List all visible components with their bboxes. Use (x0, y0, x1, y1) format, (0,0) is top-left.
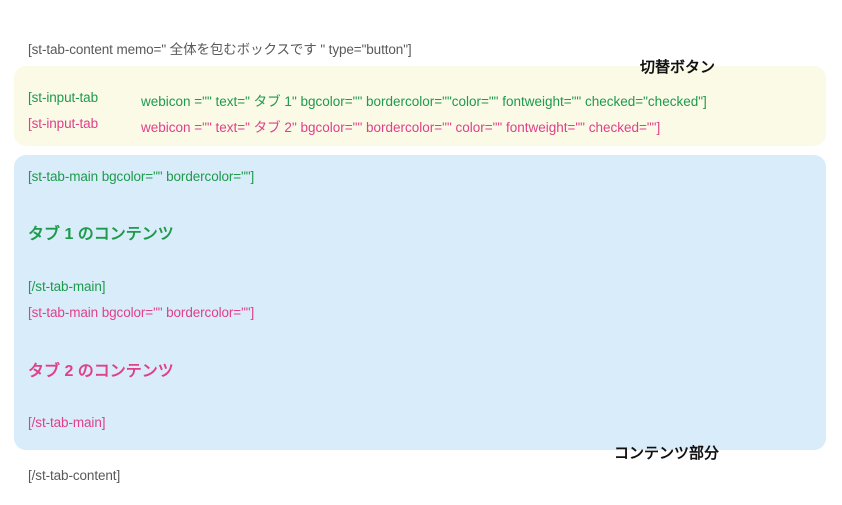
tab2-content-heading: タブ 2 のコンテンツ (28, 363, 174, 380)
tab2-main-close-tag: [/st-tab-main] (28, 415, 106, 430)
tab2-input-attributes: webicon ="" text=" タブ 2" bgcolor="" bord… (141, 120, 661, 135)
content-area-label: コンテンツ部分 (614, 445, 720, 462)
tab1-main-close-tag: [/st-tab-main] (28, 279, 106, 294)
switch-button-label: 切替ボタン (640, 59, 716, 76)
tab2-main-open-tag: [st-tab-main bgcolor="" bordercolor=""] (28, 305, 255, 320)
tab1-input-prefix: [st-input-tab (28, 90, 98, 105)
tab1-content-heading: タブ 1 のコンテンツ (28, 226, 174, 243)
content-box (14, 155, 826, 450)
tab1-input-attributes: webicon ="" text=" タブ 1" bgcolor="" bord… (141, 94, 707, 109)
outer-open-tag: [st-tab-content memo=" 全体を包むボックスです " typ… (28, 42, 412, 57)
outer-close-tag: [/st-tab-content] (28, 468, 121, 483)
tab2-input-prefix: [st-input-tab (28, 116, 98, 131)
switch-button-box (14, 66, 826, 146)
tab1-main-open-tag: [st-tab-main bgcolor="" bordercolor=""] (28, 169, 255, 184)
